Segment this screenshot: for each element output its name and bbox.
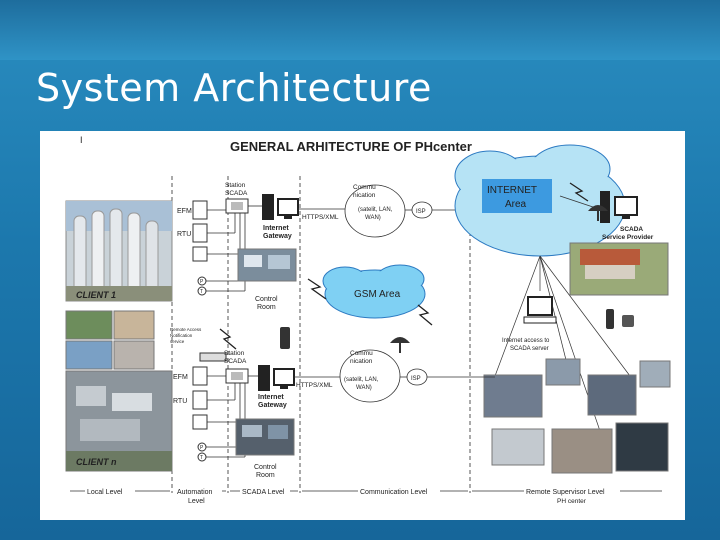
clientn-label: CLIENT n <box>76 457 117 467</box>
client1-station-scada-device <box>225 198 249 214</box>
level-remote-line1: Remote Supervisor Level <box>526 489 605 496</box>
client1-temperature-label: T <box>200 289 203 295</box>
provider-line2: Service Provider <box>602 234 654 241</box>
client1-pressure-label: P <box>200 279 204 285</box>
clientn-io-box <box>192 414 208 430</box>
clientn-efm-label: EFM <box>173 374 188 381</box>
clientn-efm-device <box>192 366 208 386</box>
client1-communication-cloud <box>344 184 406 238</box>
client1-efm-device <box>192 200 208 220</box>
client1-io-box <box>192 246 208 262</box>
client1-gateway-line2: Gateway <box>263 233 292 240</box>
clientn-rtu-label: RTU <box>173 398 187 405</box>
level-automation-line2: Level <box>188 498 205 505</box>
level-remote-line2: PH center <box>557 498 587 505</box>
clientn-plant-photos <box>65 310 173 472</box>
client1-comm-line3: (satelit, LAN, <box>358 207 393 213</box>
client1-station-line1: Station <box>225 182 246 189</box>
architecture-diagram-panel: GENERAL ARHITECTURE OF PHcenter I CLIENT… <box>40 131 685 520</box>
client1-comm-line4: WAN) <box>365 215 381 221</box>
clientn-remote-line3: service <box>170 339 185 344</box>
clientn-control-line2: Room <box>256 472 275 479</box>
clientn-station-line1: Station <box>224 350 245 357</box>
client1-control-room-photo <box>237 248 297 282</box>
level-communication: Communication Level <box>360 489 428 496</box>
remote-supervisor-photos <box>483 358 671 474</box>
client1-rtu-label: RTU <box>177 231 191 238</box>
client1-efm-label: EFM <box>177 208 192 215</box>
clientn-comm-line4: WAN) <box>356 385 372 391</box>
provider-building-photo <box>569 242 669 296</box>
clientn-gateway-computer-icon <box>258 365 295 391</box>
level-automation-line1: Automation <box>177 489 213 496</box>
clientn-temperature-label: T <box>200 455 203 461</box>
clientn-pressure-label: P <box>200 445 204 451</box>
internet-access-computer-icon <box>523 296 557 324</box>
clientn-control-room-photo <box>235 418 295 456</box>
gsm-label: GSM Area <box>354 289 401 300</box>
clientn-isp-label: ISP <box>411 376 421 382</box>
clientn-control-line1: Control <box>254 464 277 471</box>
clientn-station-line2: SCADA <box>224 358 247 365</box>
slide-top-band <box>0 0 720 60</box>
clientn-rtu-device <box>192 390 208 410</box>
clientn-remote-line2: Notification <box>170 333 193 338</box>
clientn-station-scada-device <box>225 368 249 384</box>
client1-rtu-device <box>192 223 208 243</box>
wireless-link-icons <box>219 182 589 350</box>
clientn-comm-line2: nication <box>350 358 373 365</box>
clientn-remote-notification-device <box>199 352 227 362</box>
level-scada: SCADA Level <box>242 489 285 496</box>
level-separators <box>171 176 471 493</box>
client1-gateway-line1: Internet <box>263 225 289 232</box>
client1-control-line1: Control <box>255 296 278 303</box>
client1-plant-photo <box>65 200 173 302</box>
level-local: Local Level <box>87 489 123 496</box>
gsm-phone-icon <box>280 327 290 349</box>
client1-label: CLIENT 1 <box>76 290 116 300</box>
provider-line1: SCADA <box>620 226 643 233</box>
client1-comm-line1: Commu <box>353 184 376 191</box>
client1-isp-label: ISP <box>416 209 426 215</box>
clientn-comm-line3: (satelit, LAN, <box>344 377 379 383</box>
internet-label-line2: Area <box>505 199 527 210</box>
clientn-comm-line1: Commu <box>350 350 373 357</box>
clientn-protocol: HTTPS/XML <box>296 382 333 389</box>
internet-label-line1: INTERNET <box>487 185 537 196</box>
clientn-gateway-line1: Internet <box>258 394 284 401</box>
internet-area-cloud <box>454 144 626 257</box>
satellite-dish-icon <box>588 205 608 221</box>
clientn-satellite-dish-icon <box>390 337 410 353</box>
client1-protocol: HTTPS/XML <box>302 214 339 221</box>
corner-mark: I <box>80 135 83 145</box>
clientn-remote-line1: Remote Access <box>170 327 202 332</box>
slide-title: System Architecture <box>36 66 432 110</box>
clientn-communication-cloud <box>339 349 401 403</box>
architecture-diagram: GENERAL ARHITECTURE OF PHcenter I CLIENT… <box>65 135 671 505</box>
client1-comm-line2: nication <box>353 192 376 199</box>
client1-station-line2: SCADA <box>225 190 248 197</box>
clientn-gateway-line2: Gateway <box>258 402 287 409</box>
access-line1: Internet access to <box>502 338 550 344</box>
client1-gateway-computer-icon <box>262 194 299 220</box>
access-line2: SCADA server <box>510 346 549 352</box>
gsm-area-cloud <box>322 264 426 319</box>
mobile-phone-icon <box>606 309 634 329</box>
diagram-heading: GENERAL ARHITECTURE OF PHcenter <box>230 139 472 154</box>
client1-control-line2: Room <box>257 304 276 311</box>
scada-provider-server-icon <box>600 191 638 223</box>
